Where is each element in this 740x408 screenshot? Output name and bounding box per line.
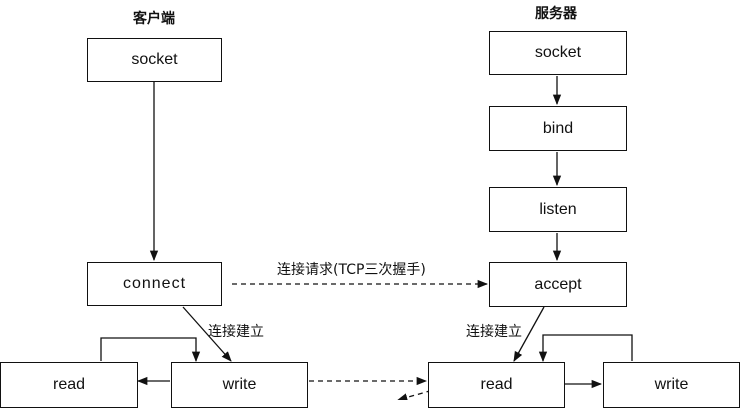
server-write-box: write <box>603 362 740 408</box>
client-socket-box: socket <box>87 38 222 82</box>
client-write-box: write <box>171 362 308 408</box>
connection-request-label: 连接请求(TCP三次握手) <box>277 262 426 278</box>
client-established-label: 连接建立 <box>208 324 264 340</box>
arrow-client-loop <box>100 337 201 363</box>
arrow-data-to-client <box>397 387 441 400</box>
server-read-box: read <box>428 362 565 408</box>
arrow-server-loop <box>538 334 633 363</box>
server-bind-box: bind <box>489 106 627 151</box>
server-accept-box: accept <box>489 262 627 307</box>
client-read-box: read <box>0 362 138 408</box>
client-header: 客户端 <box>133 11 175 27</box>
arrow-accept-to-read <box>513 306 545 362</box>
server-socket-box: socket <box>489 31 627 75</box>
client-connect-box: connect <box>87 262 222 306</box>
server-listen-box: listen <box>489 187 627 232</box>
server-header: 服务器 <box>535 6 577 22</box>
arrow-connect-to-write <box>182 306 232 362</box>
server-established-label: 连接建立 <box>466 324 522 340</box>
